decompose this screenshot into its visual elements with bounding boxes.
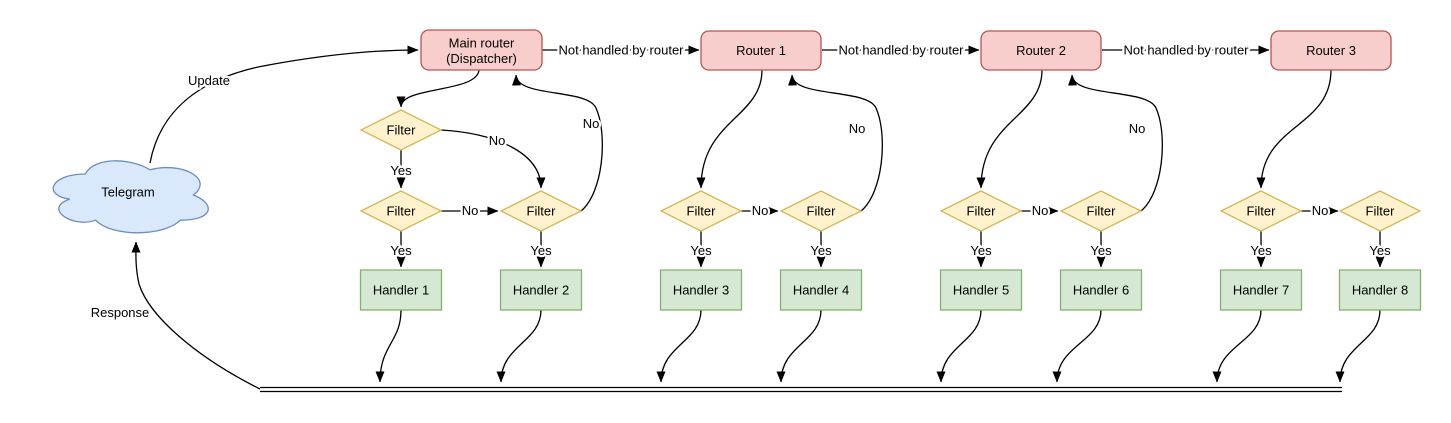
handler2-label: Handler 2 <box>513 283 569 298</box>
handler5-box <box>939 269 1023 311</box>
filter-diamond-0c <box>499 190 583 232</box>
filter-diamond-2b <box>1059 190 1143 232</box>
handler4-label: Handler 4 <box>793 283 849 298</box>
edge-handler2-to-bus <box>496 309 542 383</box>
no-label-3: No <box>1312 203 1329 218</box>
filter-label-1a: Filter <box>687 204 717 219</box>
telegram-cloud <box>52 160 209 234</box>
no-label-0b: No <box>462 203 479 218</box>
handler8-label: Handler 8 <box>1352 283 1408 298</box>
not-handled-label-3: Not handled by router <box>1123 43 1249 58</box>
edge-handler4-to-bus <box>776 309 822 383</box>
handler1-label: Handler 1 <box>373 283 429 298</box>
no-label-1-return: No <box>849 121 866 136</box>
filter-diamond-3a <box>1219 190 1303 232</box>
handler6-box <box>1059 269 1143 311</box>
filter-diamond-1b <box>779 190 863 232</box>
handler5-label: Handler 5 <box>953 283 1009 298</box>
main-router-box <box>420 29 543 71</box>
no-label-1: No <box>752 203 769 218</box>
handler7-label: Handler 7 <box>1233 283 1289 298</box>
edge-router3-to-filter <box>1256 69 1332 189</box>
edge-router1-to-filter <box>696 69 763 189</box>
edges-layer <box>131 45 1385 393</box>
update-label: Update <box>188 73 230 88</box>
router1-label: Router 1 <box>736 43 786 58</box>
not-handled-label-1: Not handled by router <box>558 43 684 58</box>
handler7-box <box>1219 269 1303 311</box>
edge-handler1-to-bus <box>375 309 402 383</box>
nodes-layer: Telegram Main router (Dispatcher) Router… <box>52 29 1422 311</box>
edge-labels-layer: Update Response Not handled by router No… <box>88 40 1393 322</box>
handler8-box <box>1338 269 1422 311</box>
router3-box <box>1270 30 1392 71</box>
handler2-box <box>499 269 583 311</box>
edge-handler8-to-bus <box>1335 309 1381 383</box>
handler3-box <box>659 269 743 311</box>
edge-handler3-to-bus <box>656 309 702 383</box>
yes-label-h2: Yes <box>530 243 552 258</box>
edge-filter2b-no-return <box>1067 74 1163 212</box>
edge-filter0a-no <box>440 129 546 189</box>
response-label: Response <box>91 305 150 320</box>
not-handled-label-2: Not handled by router <box>838 43 964 58</box>
no-label-2: No <box>1032 203 1049 218</box>
edge-handler5-to-bus <box>936 309 982 383</box>
edge-response <box>131 241 261 390</box>
router1-box <box>700 30 822 71</box>
router3-label: Router 3 <box>1306 43 1356 58</box>
no-label-0-return: No <box>583 116 600 131</box>
handler6-label: Handler 6 <box>1073 283 1129 298</box>
filter-label-0b: Filter <box>387 204 417 219</box>
handler3-label: Handler 3 <box>673 283 729 298</box>
main-router-label: Main router <box>449 36 515 51</box>
handler4-box <box>779 269 863 311</box>
yes-label-h8: Yes <box>1369 243 1391 258</box>
yes-label-h3: Yes <box>690 243 712 258</box>
yes-label-h5: Yes <box>970 243 992 258</box>
no-label-0a: No <box>489 133 506 148</box>
filter-label-0c: Filter <box>527 204 557 219</box>
router2-label: Router 2 <box>1016 43 1066 58</box>
no-label-2-return: No <box>1129 121 1146 136</box>
filter-label-3b: Filter <box>1366 204 1396 219</box>
telegram-label: Telegram <box>101 185 154 200</box>
filter-label-3a: Filter <box>1247 204 1277 219</box>
edge-update <box>149 45 419 164</box>
router2-box <box>980 30 1102 71</box>
yes-label-h7: Yes <box>1250 243 1272 258</box>
edge-filter0c-no-return <box>511 74 603 212</box>
filter-diamond-0a <box>359 109 443 151</box>
filter-label-2b: Filter <box>1087 204 1117 219</box>
edge-handler6-to-bus <box>1052 309 1102 383</box>
yes-label-h6: Yes <box>1090 243 1112 258</box>
edge-handler7-to-bus <box>1212 309 1262 383</box>
filter-label-2a: Filter <box>967 204 997 219</box>
edge-filter1b-no-return <box>787 74 883 212</box>
edge-router2-to-filter <box>976 69 1043 189</box>
yes-label-h1: Yes <box>390 243 412 258</box>
main-router-sublabel: (Dispatcher) <box>446 51 517 66</box>
filter-diamond-1a <box>659 190 743 232</box>
handler1-box <box>359 269 443 311</box>
filter-diamond-0b <box>359 190 443 232</box>
filter-diamond-2a <box>939 190 1023 232</box>
filter-label-1b: Filter <box>807 204 837 219</box>
filter-label-0a: Filter <box>387 123 417 138</box>
filter-diamond-3b <box>1338 190 1422 232</box>
yes-label-0a: Yes <box>390 163 412 178</box>
edge-main-router-to-filter <box>396 69 480 108</box>
yes-label-h4: Yes <box>810 243 832 258</box>
